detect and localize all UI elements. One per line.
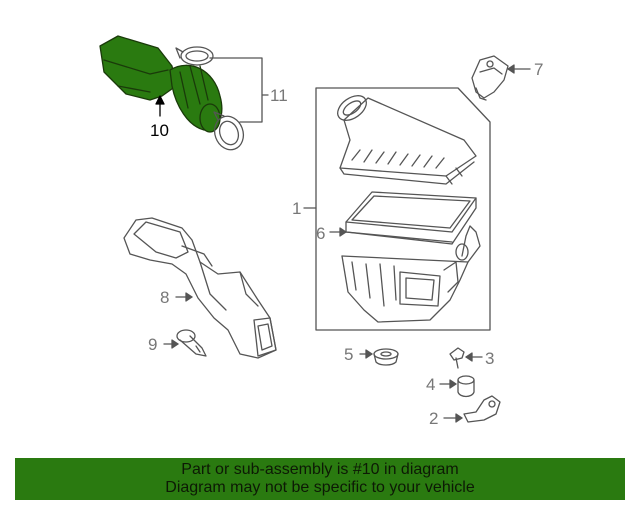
- arrow-5: [365, 349, 373, 359]
- part-8-intake-duct[interactable]: [123, 217, 277, 359]
- callout-1: 1: [292, 199, 301, 218]
- part-2-bracket[interactable]: [463, 395, 501, 423]
- arrow-7: [507, 64, 515, 74]
- assembly-box-1: [315, 87, 491, 331]
- callout-2: 2: [429, 409, 438, 428]
- part-6-filter-element[interactable]: [345, 191, 477, 245]
- banner-line-1: Part or sub-assembly is #10 in diagram: [181, 461, 459, 478]
- arrow-3: [465, 352, 473, 362]
- part-9-clip[interactable]: [176, 329, 207, 357]
- arrow-4: [449, 379, 457, 389]
- callout-10: 10: [150, 121, 169, 140]
- part-7-sensor[interactable]: [471, 55, 509, 101]
- callout-6: 6: [316, 224, 325, 243]
- callout-11: 11: [270, 86, 288, 105]
- arrow-6: [339, 227, 347, 237]
- part-5-grommet[interactable]: [373, 348, 399, 366]
- callout-9: 9: [148, 335, 157, 354]
- arrow-9: [171, 339, 179, 349]
- arrow-2: [455, 413, 463, 423]
- arrow-10: [155, 95, 165, 105]
- part-4-insulator[interactable]: [457, 375, 475, 398]
- callout-5: 5: [344, 345, 353, 364]
- info-banner: Part or sub-assembly is #10 in diagram D…: [15, 458, 625, 500]
- lower-housing[interactable]: [341, 225, 481, 323]
- bracket-11: [209, 57, 269, 123]
- banner-line-2: Diagram may not be specific to your vehi…: [165, 479, 475, 496]
- callout-3: 3: [485, 349, 494, 368]
- part-10-intake-duct[interactable]: [99, 35, 223, 133]
- callout-4: 4: [426, 375, 435, 394]
- part-3-bolt[interactable]: [449, 347, 465, 369]
- callout-7: 7: [534, 60, 543, 79]
- part-11-hose-clamps[interactable]: [175, 46, 248, 154]
- callout-8: 8: [160, 288, 169, 307]
- parts-diagram: 1 2 3 4 5 6 7 8 9 10 11: [99, 35, 543, 428]
- upper-housing[interactable]: [333, 91, 477, 185]
- arrow-8: [185, 292, 193, 302]
